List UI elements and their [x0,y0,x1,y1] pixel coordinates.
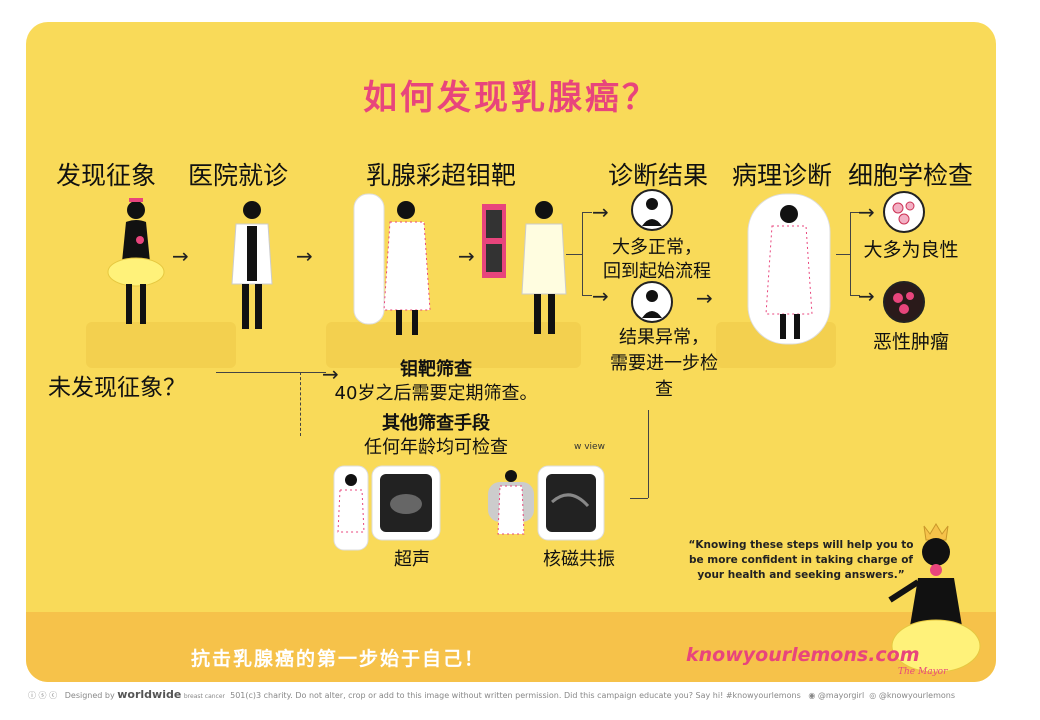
branch-bracket [850,212,860,296]
footer-org: worldwide [117,688,182,701]
mammo-screening-title: 钼靶筛查 [400,359,472,380]
instagram-icon: ◎ [869,691,877,700]
floor-shade-1 [86,322,236,368]
arrow-icon: → [696,286,713,310]
arrow-icon: → [296,244,313,268]
abnormal-result-line-1: 结果异常， [619,327,709,348]
step-ultrasound-mammogram: 乳腺彩超钼靶 [366,161,517,190]
infographic-card: 如何发现乳腺癌？ 发现征象 医院就诊 乳腺彩超钼靶 诊断结果 病理诊断 细胞学检… [26,22,996,682]
abnormal-connector-line [648,410,649,498]
ultrasound-exam-figure [333,465,441,551]
abnormal-result-line-2: 需要进一步检 [610,353,718,374]
patient-ultrasound-figure [353,193,431,335]
abnormal-connector-line [630,498,648,499]
mayor-quote: “Knowing these steps will help you to be… [686,538,916,583]
banner-slogan: 抗击乳腺癌的第一步始于自己！ [191,648,486,670]
abnormal-result-line-3: 查 [655,379,673,400]
license-icons: ⓘ ⓢ ⓒ [28,691,58,700]
normal-result-line-2: 回到起始流程 [603,261,711,282]
other-screening-title: 其他筛查手段 [382,413,490,434]
mayor-signature: The Mayor [898,667,948,677]
footer-handle-1: @mayorgirl [817,691,865,700]
quote-line-3: your health and seeking answers.” [697,569,905,581]
mammo-screening-text: 40岁之后需要定期筛查。 [334,383,538,404]
arrow-icon: → [322,362,339,386]
branch-line [836,254,850,255]
ultrasound-label: 超声 [394,549,430,570]
arrow-icon: → [592,200,609,224]
branch-bracket [582,212,592,296]
normal-result-icon [631,189,673,231]
arrow-icon: → [858,284,875,308]
normal-result-line-1: 大多正常， [612,237,702,258]
step-diagnosis-result: 诊断结果 [608,161,709,190]
twitter-icon: ◉ [808,691,816,700]
mri-label: 核磁共振 [543,549,615,570]
mri-exam-figure [488,465,605,541]
banner-website[interactable]: knowyourlemons.com [686,644,920,666]
footer-designed-by: Designed by [64,691,115,700]
footer-handle-2: @knowyourlemons [878,691,956,700]
page-title: 如何发现乳腺癌？ [363,78,659,118]
doctor-figure [231,201,273,329]
arrow-icon: → [458,244,475,268]
view-fragment: w view [574,442,605,452]
benign-cell-icon [883,191,925,233]
pathology-patient-figure [747,193,831,345]
bottom-banner [26,612,996,682]
step-cytology: 细胞学检查 [848,161,974,190]
footer-strip: ⓘ ⓢ ⓒ Designed by worldwide breast cance… [28,688,955,701]
step-hospital-visit: 医院就诊 [188,161,289,190]
quote-line-2: be more confident in taking charge of [689,554,913,566]
benign-label: 大多为良性 [863,239,959,261]
no-signs-question: 未发现征象？ [48,375,186,401]
footer-org-sub: breast cancer [183,693,226,700]
malignant-cell-icon [883,281,925,323]
abnormal-result-icon [631,281,673,323]
arrow-icon: → [858,200,875,224]
mammogram-doctor-figure [482,201,567,334]
step-pathology: 病理诊断 [732,161,833,190]
arrow-icon: → [172,244,189,268]
quote-line-1: “Knowing these steps will help you to [688,539,914,551]
woman-finding-signs-figure [107,198,165,324]
branch-line [566,254,582,255]
arrow-icon: → [592,284,609,308]
malignant-label: 恶性肿瘤 [872,331,949,353]
screening-dashed-line [300,372,301,436]
footer-notice: 501(c)3 charity. Do not alter, crop or a… [230,691,801,700]
mayor-character-figure: The Mayor [888,523,981,677]
other-screening-text: 任何年龄均可检查 [364,437,508,458]
step-find-signs: 发现征象 [56,161,157,190]
screening-arrow-line [216,372,326,373]
